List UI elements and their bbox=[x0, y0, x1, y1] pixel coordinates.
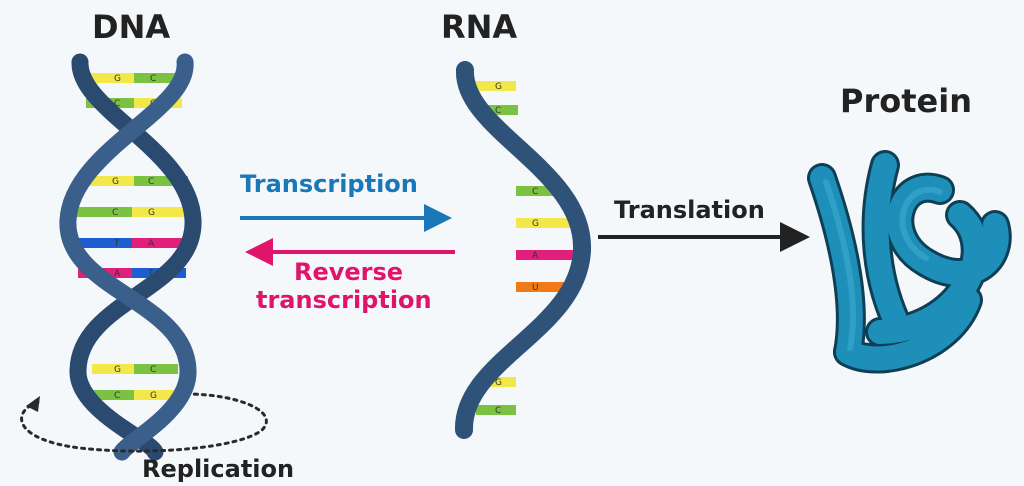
dna-base-letter: C bbox=[148, 177, 154, 187]
dna-base-pair: G C bbox=[84, 176, 188, 187]
rna-base: G bbox=[482, 377, 516, 388]
transcription-arrowhead bbox=[424, 204, 452, 232]
translation-label: Translation bbox=[614, 196, 765, 224]
dna-base-right bbox=[134, 73, 182, 83]
rna-base: C bbox=[478, 105, 518, 116]
rna-base-letter: G bbox=[495, 82, 502, 92]
rna-base: G bbox=[516, 218, 576, 229]
dna-base-letter: C bbox=[114, 391, 120, 401]
dna-base-letter: A bbox=[114, 269, 121, 279]
rna-base: G bbox=[470, 81, 516, 92]
rna-bases: G C C G A U G bbox=[470, 81, 578, 416]
dna-base-pair: C G bbox=[86, 390, 184, 401]
dna-base-right bbox=[134, 176, 188, 186]
rna-base: U bbox=[516, 282, 568, 293]
rna-title: RNA bbox=[441, 8, 518, 46]
dna-base-left bbox=[86, 390, 134, 400]
dna-backbone-strand bbox=[59, 53, 197, 461]
dna-base-letter: G bbox=[114, 74, 121, 84]
dna-base-letter: C bbox=[150, 74, 156, 84]
dna-base-right bbox=[132, 238, 192, 248]
protein-title: Protein bbox=[840, 82, 972, 120]
replication-arrow bbox=[20, 392, 268, 453]
rna-base: C bbox=[516, 186, 566, 197]
rna-base: A bbox=[516, 250, 578, 261]
dna-base-right bbox=[134, 364, 178, 374]
dna-base-letter: C bbox=[114, 99, 120, 109]
dna-base-left bbox=[86, 73, 134, 83]
rna-base-letter: C bbox=[532, 187, 538, 197]
reverse-label: Reverse bbox=[294, 258, 404, 286]
reverse-transcription-label: transcription bbox=[256, 286, 432, 314]
translation-arrow bbox=[598, 222, 810, 252]
rna-base-letter: U bbox=[532, 283, 539, 293]
reverse-transcription-arrowhead bbox=[245, 238, 273, 266]
rna-base-letter: G bbox=[532, 219, 539, 229]
dna-base-left bbox=[70, 238, 132, 248]
dna-base-letter: G bbox=[114, 365, 121, 375]
replication-arrowhead bbox=[26, 396, 40, 412]
dna-base-right bbox=[132, 207, 192, 217]
dna-title: DNA bbox=[92, 8, 171, 46]
translation-arrowhead bbox=[780, 222, 810, 252]
replication-label: Replication bbox=[142, 455, 295, 483]
dna-base-pair: T A bbox=[70, 238, 192, 249]
rna-backbone-strand bbox=[454, 61, 592, 439]
dna-base-pair: G C bbox=[86, 73, 182, 84]
dna-base-letter: C bbox=[150, 365, 156, 375]
dna-base-left bbox=[72, 207, 132, 217]
dna-base-letter: A bbox=[148, 239, 155, 249]
dna-base-letter: C bbox=[112, 208, 118, 218]
transcription-arrow bbox=[240, 204, 452, 232]
protein-icon bbox=[807, 150, 1012, 374]
rna-base: C bbox=[476, 405, 516, 416]
dna-base-letter: G bbox=[150, 391, 157, 401]
dna-base-right bbox=[134, 390, 184, 400]
rna-base-letter: C bbox=[495, 106, 501, 116]
dna-base-letter: G bbox=[148, 208, 155, 218]
reverse-transcription-arrow bbox=[245, 238, 455, 266]
dna-base-letter: T bbox=[147, 269, 154, 279]
rna-base-letter: G bbox=[495, 378, 502, 388]
dna-base-letter: G bbox=[112, 177, 119, 187]
replication-loop bbox=[20, 392, 268, 453]
dna-base-letter: T bbox=[113, 239, 120, 249]
dna-base-pair: C G bbox=[72, 207, 192, 218]
transcription-label: Transcription bbox=[240, 170, 418, 198]
rna-base-letter: C bbox=[495, 406, 501, 416]
rna-base-letter: A bbox=[532, 251, 539, 261]
dna-base-pair: G C bbox=[92, 364, 178, 375]
dna-base-left bbox=[92, 364, 134, 374]
dna-helix bbox=[59, 53, 202, 461]
dna-base-left bbox=[84, 176, 134, 186]
